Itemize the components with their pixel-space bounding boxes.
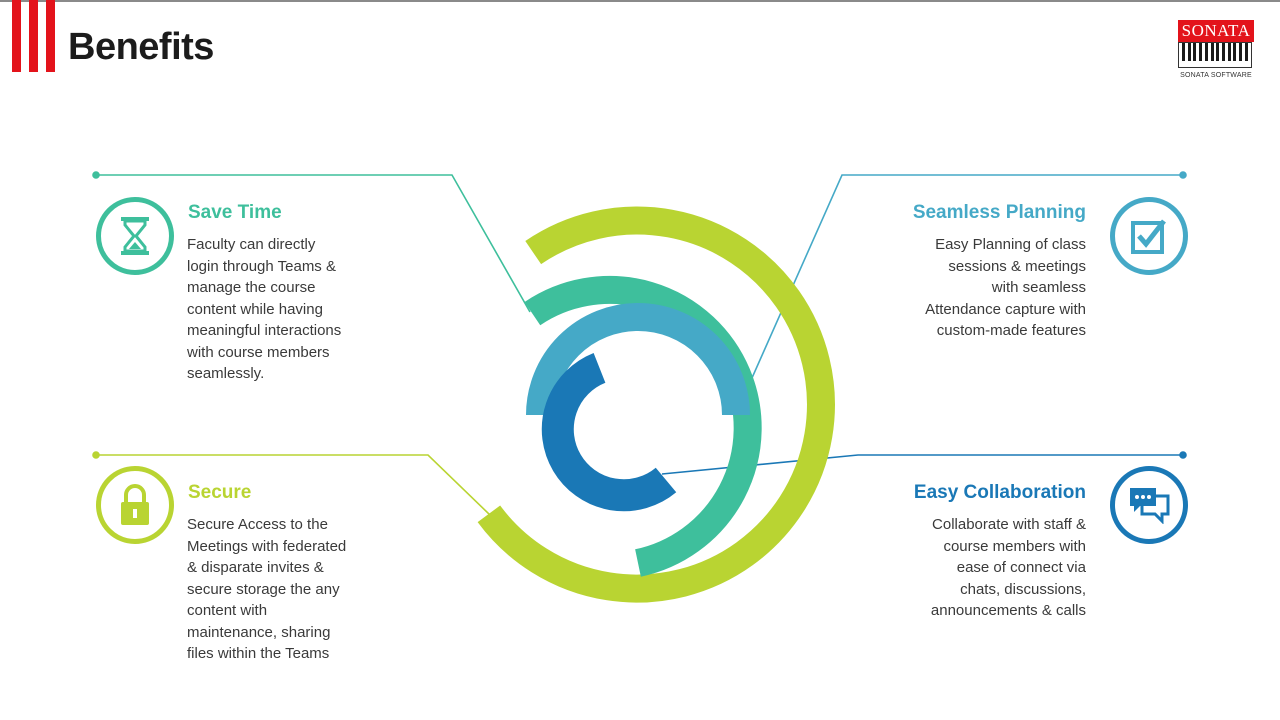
secure-circle <box>96 466 174 544</box>
arc-light-blue <box>526 303 750 416</box>
secure-title: Secure <box>188 482 252 503</box>
seamless-planning-circle <box>1110 197 1188 275</box>
save-time-description: Faculty can directly login through Teams… <box>187 236 342 382</box>
connector-save-time <box>96 174 531 313</box>
checkbox-icon <box>1131 219 1166 254</box>
connector-secure <box>96 454 491 516</box>
easy-collaboration-circle <box>1110 466 1188 544</box>
chat-bubbles-icon <box>1130 488 1170 524</box>
connector-seamless-planning <box>739 174 1183 406</box>
top-rule <box>0 0 1280 2</box>
arc-lime-outer <box>477 206 835 603</box>
sonata-logo: SONATA SONATA SOFTWARE <box>1176 20 1256 84</box>
seamless-planning-title: Seamless Planning <box>912 202 1086 223</box>
easy-collaboration-title: Easy Collaboration <box>913 482 1086 503</box>
hourglass-icon <box>121 217 149 255</box>
secure-description: Secure Access to the Meetings with feder… <box>187 516 347 662</box>
save-time-title: Save Time <box>188 202 282 223</box>
logo-wordmark: SONATA <box>1178 20 1254 42</box>
page-title: Benefits <box>68 26 214 68</box>
piano-keys-icon <box>1178 42 1252 68</box>
brand-bars-icon <box>12 0 56 72</box>
arc-dark-blue <box>541 353 677 512</box>
seamless-planning-description: Easy Planning of class sessions & meetin… <box>925 236 1086 339</box>
easy-collaboration-description: Collaborate with staff & course members … <box>930 516 1086 619</box>
logo-subtitle: SONATA SOFTWARE <box>1180 72 1252 79</box>
save-time-circle <box>96 197 174 275</box>
padlock-icon <box>121 484 149 525</box>
